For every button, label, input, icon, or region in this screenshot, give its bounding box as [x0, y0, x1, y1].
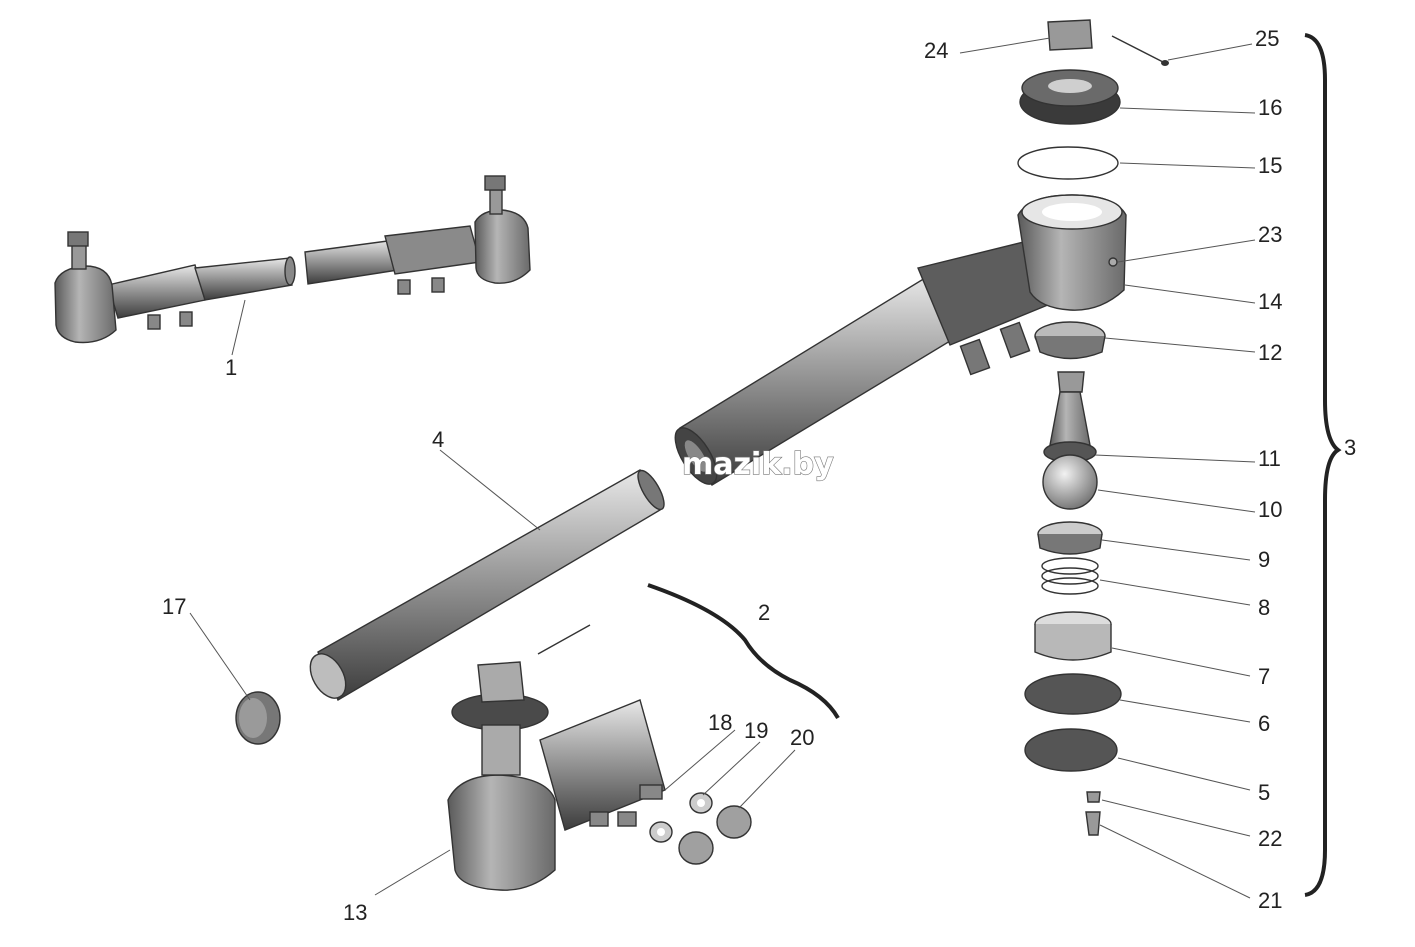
washer-nut-parts: [649, 792, 752, 865]
callout-25: 25: [1255, 26, 1279, 51]
callout-1: 1: [225, 355, 237, 380]
callout-15: 15: [1258, 153, 1282, 178]
callout-24: 24: [924, 38, 948, 63]
callout-11: 11: [1258, 446, 1281, 471]
callout-19: 19: [744, 718, 768, 743]
tube-part: [309, 469, 665, 702]
callout-8: 8: [1258, 595, 1270, 620]
callout-3: 3: [1344, 435, 1356, 460]
callout-5: 5: [1258, 780, 1270, 805]
plug-part: [235, 691, 281, 745]
wire-part: [647, 583, 840, 720]
callout-2: 2: [758, 600, 770, 625]
callout-7: 7: [1258, 664, 1270, 689]
tie-rod-end: [447, 624, 666, 891]
callout-labels: 1 2 3 4 5 6 7 8 9 10 11 12 13 14 15 16 1…: [162, 26, 1356, 925]
callout-17: 17: [162, 594, 186, 619]
callout-21: 21: [1258, 888, 1282, 913]
callout-23: 23: [1258, 222, 1282, 247]
callout-10: 10: [1258, 497, 1282, 522]
ball-pin-stack: [1017, 19, 1169, 836]
watermark-text: mazik.by: [682, 447, 834, 482]
callout-4: 4: [432, 427, 444, 452]
rod-with-housing: [674, 194, 1127, 486]
tie-rod-assembly: [54, 175, 531, 344]
assembly-bracket: [1304, 33, 1342, 897]
callout-6: 6: [1258, 711, 1270, 736]
callout-13: 13: [343, 900, 367, 925]
callout-14: 14: [1258, 289, 1282, 314]
callout-18: 18: [708, 710, 732, 735]
callout-22: 22: [1258, 826, 1282, 851]
callout-20: 20: [790, 725, 814, 750]
leader-lines: [189, 37, 1256, 899]
callout-16: 16: [1258, 95, 1282, 120]
callout-12: 12: [1258, 340, 1282, 365]
callout-9: 9: [1258, 547, 1270, 572]
